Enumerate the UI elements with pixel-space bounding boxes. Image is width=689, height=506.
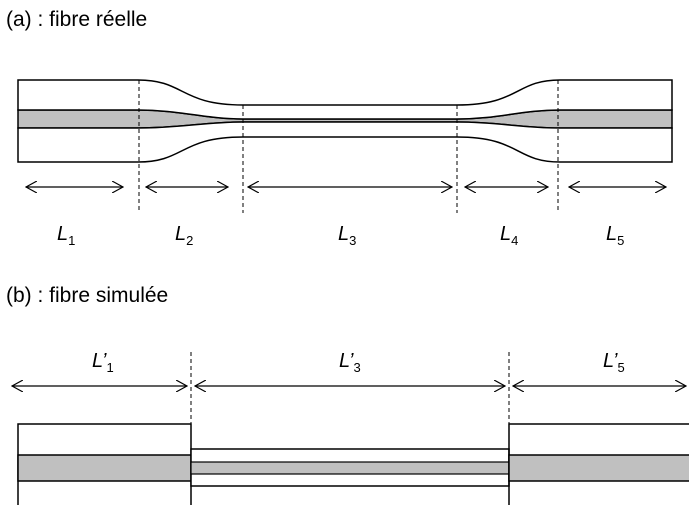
label-l3-prime: L’3: [339, 350, 361, 375]
real-fibre-lower-cladding: [17, 121, 673, 163]
label-l3: L3: [338, 223, 356, 248]
label-l1-prime: L’1: [92, 350, 114, 375]
simulated-fibre: L’1 L’3 L’5: [12, 350, 689, 505]
label-l5: L5: [606, 223, 624, 248]
label-l2: L2: [175, 223, 193, 248]
label-l5-prime: L’5: [603, 350, 625, 375]
figure-a-title: (a) : fibre réelle: [6, 8, 148, 31]
sim-segment-5: [508, 423, 689, 505]
real-fibre-upper-cladding: [17, 79, 673, 120]
real-fibre-dividers: [138, 80, 559, 213]
sim-segment-1: [17, 423, 192, 505]
sim-segment-3: [190, 448, 510, 487]
figure-b-title: (b) : fibre simulée: [6, 284, 169, 307]
real-fibre: L1 L2 L3 L4 L5: [17, 79, 673, 248]
label-l1: L1: [57, 223, 75, 248]
label-l4: L4: [500, 223, 518, 248]
